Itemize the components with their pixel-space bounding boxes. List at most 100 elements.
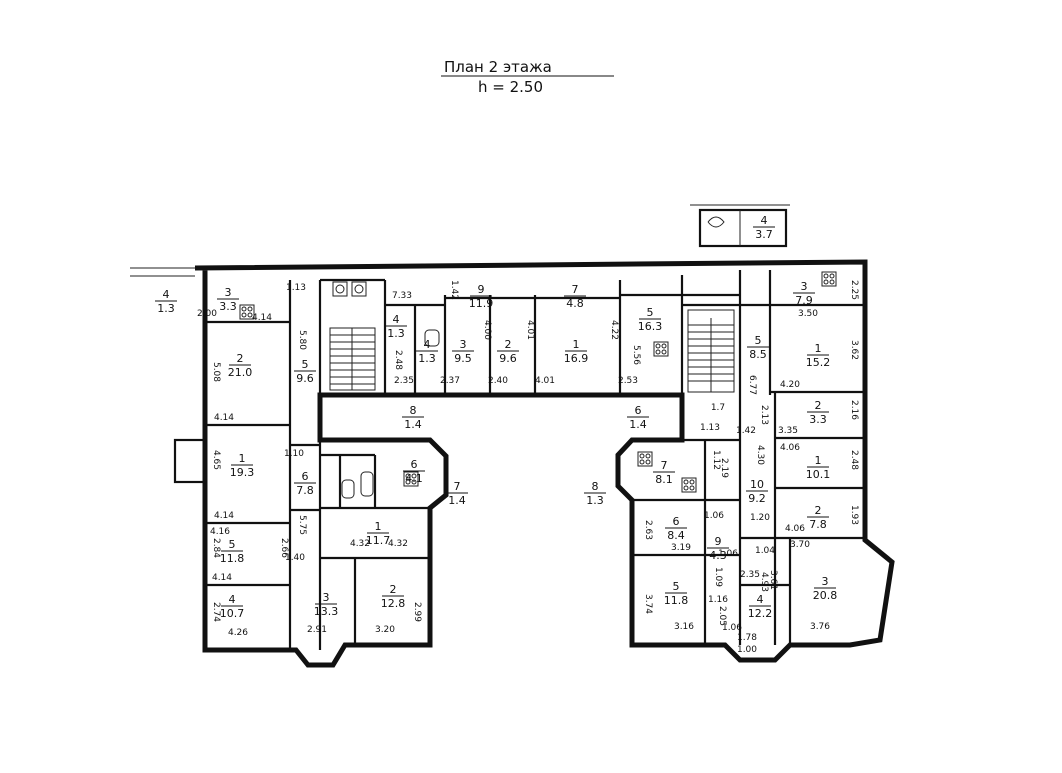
room-area: 9.6: [296, 372, 314, 385]
room-label: 221.0: [228, 352, 253, 379]
room-area: 8.1: [655, 473, 673, 486]
room-label: 410.7: [220, 593, 245, 620]
room-label: 61.4: [627, 404, 649, 431]
dimension-label: 2.25: [849, 280, 859, 300]
room-number: 3: [801, 280, 808, 293]
room-area: 1.3: [157, 302, 175, 315]
room-number: 1: [573, 338, 580, 351]
dimension-label: 4.30: [755, 445, 765, 465]
dimension-label: 4.93: [759, 572, 769, 592]
room-number: 1: [815, 342, 822, 355]
dimension-label: 4.22: [609, 320, 619, 340]
stove-icon: [681, 477, 697, 493]
plan-title: План 2 этажа h = 2.50: [441, 58, 614, 96]
room-number: 2: [237, 352, 244, 365]
room-label: 33.3: [217, 286, 239, 313]
room-label: 74.8: [564, 283, 586, 310]
dimension-label: 3.50: [798, 309, 818, 319]
room-label: 320.8: [813, 575, 838, 602]
room-area: 12.2: [748, 607, 773, 620]
room-label: 911.9: [469, 283, 494, 310]
dimension-label: 1.78: [737, 633, 757, 643]
dimension-label: 2.13: [759, 405, 769, 425]
room-area: 1.3: [586, 494, 604, 507]
dimension-label: 1.93: [849, 505, 859, 525]
room-area: 4.8: [566, 297, 584, 310]
room-number: 6: [635, 404, 642, 417]
dimension-label: 1.06: [718, 549, 738, 559]
dimension-label: 3.20: [375, 625, 395, 635]
room-number: 1: [375, 520, 382, 533]
dimension-label: 2.37: [440, 376, 460, 386]
room-number: 8: [592, 480, 599, 493]
dimension-label: 1.42: [449, 280, 459, 300]
room-label: 313.3: [314, 591, 339, 618]
dimension-label: 2.35: [740, 570, 760, 580]
room-area: 3.7: [755, 228, 773, 241]
room-area: 21.0: [228, 366, 253, 379]
room-label: 67.8: [294, 470, 316, 497]
room-area: 8.4: [667, 529, 685, 542]
dimension-label: 4.01: [535, 376, 555, 386]
dimension-label: 1.20: [750, 513, 770, 523]
room-area: 7.8: [296, 484, 314, 497]
room-label: 29.6: [497, 338, 519, 365]
dimension-label: 5.56: [631, 345, 641, 365]
room-area: 9.6: [499, 352, 517, 365]
room-area: 1.4: [448, 494, 466, 507]
dimension-label: 2.74: [211, 602, 221, 622]
dimension-label: 2.35: [394, 376, 414, 386]
room-label: 43.7: [753, 214, 775, 241]
dimension-label: 4.14: [212, 573, 232, 583]
dimension-label: 2.84: [211, 538, 221, 558]
dimension-label: 2.66: [279, 538, 289, 558]
dimension-label: 3.19: [671, 543, 691, 553]
interior-walls-right: [632, 270, 865, 645]
entrance-porch: [690, 204, 790, 248]
room-number: 1: [815, 454, 822, 467]
room-label: 119.3: [230, 452, 255, 479]
room-number: 6: [673, 515, 680, 528]
room-label: 64.1: [403, 458, 425, 485]
room-label: 115.2: [806, 342, 831, 369]
room-label: 516.3: [638, 306, 663, 333]
room-area: 8.5: [749, 348, 767, 361]
room-label: 41.3: [416, 338, 438, 365]
dimension-label: 2.91: [307, 625, 327, 635]
dimension-label: 2.40: [488, 376, 508, 386]
dimension-label: 4.06: [785, 524, 805, 534]
dimension-label: 2.53: [618, 376, 638, 386]
room-area: 19.3: [230, 466, 255, 479]
dimension-label: 1.10: [284, 449, 304, 459]
dimension-label: 2.99: [412, 602, 422, 622]
dimension-label: 3.62: [849, 340, 859, 360]
room-number: 8: [410, 404, 417, 417]
interior-walls-center: [385, 270, 742, 645]
interior-walls-left: [205, 278, 430, 650]
toilet-icon: [351, 281, 367, 297]
room-area: 1.4: [629, 418, 647, 431]
room-number: 3: [460, 338, 467, 351]
dimension-label: 6.77: [747, 375, 757, 395]
room-number: 3: [323, 591, 330, 604]
dimension-label: 3.35: [778, 426, 798, 436]
room-area: 4.3: [709, 549, 727, 562]
stove-icon: [403, 471, 419, 487]
room-label: 116.9: [564, 338, 589, 365]
dimension-label: 1.13: [286, 283, 306, 293]
room-area: 1.4: [404, 418, 422, 431]
dimension-label: 3.16: [674, 622, 694, 632]
room-number: 4: [757, 593, 764, 606]
dimension-label: 1.16: [708, 595, 728, 605]
dimension-label: 4.26: [228, 628, 248, 638]
room-number: 7: [661, 459, 668, 472]
room-area: 11.8: [220, 552, 245, 565]
dimension-label: 4.00: [482, 320, 492, 340]
room-label: 81.3: [584, 480, 606, 507]
bathtub-icon: [341, 479, 355, 499]
room-number: 10: [750, 478, 764, 491]
room-number: 2: [815, 399, 822, 412]
room-area: 9.5: [454, 352, 472, 365]
stove-icon: [637, 451, 653, 467]
